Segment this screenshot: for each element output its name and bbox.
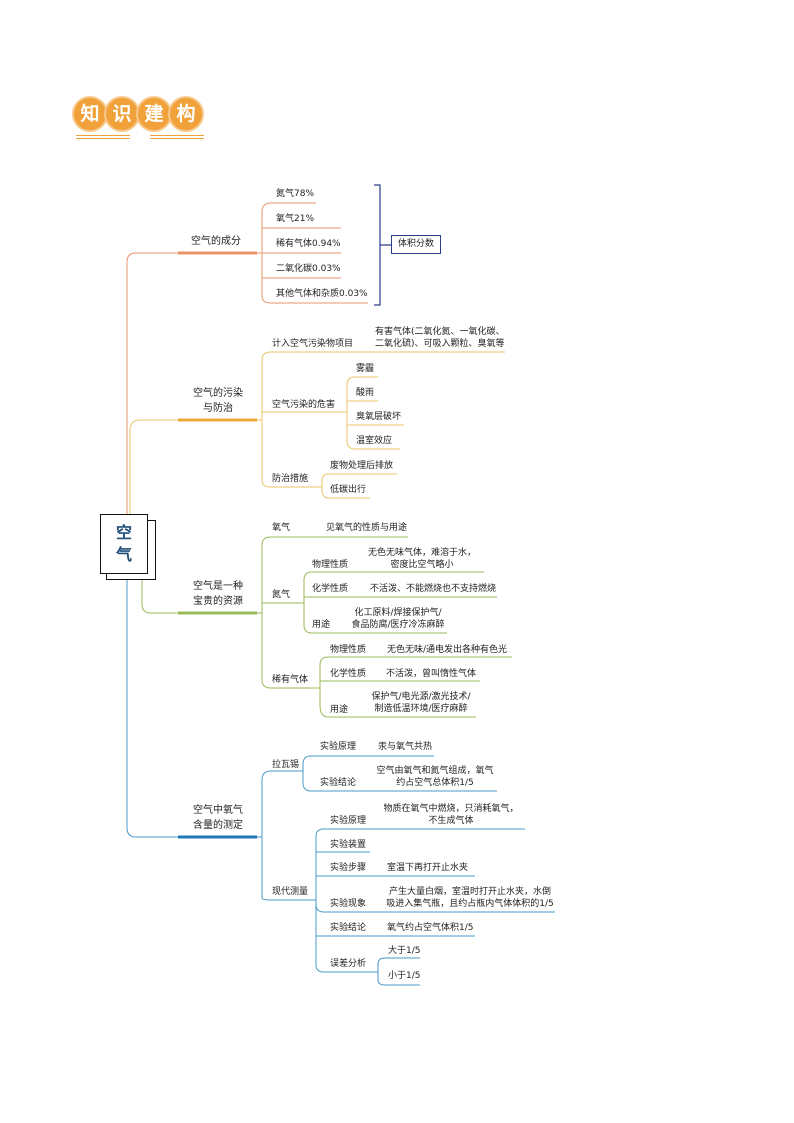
pollution-prevent-item: 低碳出行 [330, 485, 367, 495]
modern-device-label: 实验装置 [330, 840, 367, 850]
pollutant-desc-line2: 二氧化硫)、可吸入颗粒、臭氧等 [375, 339, 505, 349]
modern-principle-line1: 物质在氧气中燃烧，只消耗氧气， [383, 804, 519, 814]
badge-char: 识 [104, 96, 140, 132]
branch-resource-title-line1: 空气是一种 [193, 581, 243, 592]
branch-measurement-title-line2: 含量的测定 [193, 820, 243, 831]
trunk-pollution [129, 419, 180, 514]
modern-steps-label: 实验步骤 [330, 863, 367, 873]
composition-item: 氮气78% [276, 189, 315, 199]
pollution-harm-label: 空气污染的危害 [272, 400, 336, 410]
composition-item: 氧气21% [276, 214, 315, 224]
branch-measurement-title-line1: 空气中氧气 [193, 805, 243, 816]
modern-phenomenon-line2: 吸进入集气瓶，且约占瓶内气体体积的1/5 [386, 899, 554, 909]
oxygen-label: 氧气 [272, 523, 291, 533]
modern-phenomenon-label: 实验现象 [330, 899, 367, 909]
trunk-composition [126, 252, 180, 514]
root-title-line2: 气 [115, 545, 132, 564]
volume-bracket [374, 184, 391, 306]
lavoisier-conclusion-line2: 约占空气总体积1/5 [396, 778, 474, 788]
noble-physical: 无色无味/通电发出各种有色光 [387, 645, 508, 655]
noble-physical-label: 物理性质 [330, 645, 367, 655]
lavoisier-conclusion-line1: 空气由氧气和氮气组成，氧气 [376, 766, 494, 776]
badge-char: 建 [136, 96, 172, 132]
nitrogen-chemical: 不活泼、不能燃烧也不支持燃烧 [370, 584, 497, 594]
nitrogen-use-label: 用途 [312, 620, 331, 630]
composition-item: 稀有气体0.94% [276, 239, 341, 249]
nitrogen-physical-line1: 无色无味气体，难溶于水， [367, 548, 476, 558]
volume-fraction-box: 体积分数 [391, 235, 441, 254]
noble-use-label: 用途 [330, 705, 349, 715]
modern-phenomenon-line1: 产生大量白烟，室温时打开止水夹，水倒 [388, 887, 551, 897]
root-title-line1: 空 [115, 523, 132, 542]
pollution-harm-item: 酸雨 [356, 388, 375, 398]
pollution-prevent-item: 废物处理后排放 [330, 461, 394, 471]
modern-conclusion-label: 实验结论 [330, 923, 367, 933]
trunk-resource [141, 576, 180, 614]
lavoisier-principle: 汞与氧气共热 [378, 742, 433, 752]
nitrogen-physical-line2: 密度比空气略小 [390, 560, 454, 570]
modern-principle-label: 实验原理 [330, 816, 367, 826]
noble-chemical: 不活泼，曾叫惰性气体 [386, 669, 477, 679]
pollution-harm-item: 温室效应 [356, 436, 393, 446]
modern-steps: 室温下再打开止水夹 [387, 863, 469, 873]
pollutant-count-label: 计入空气污染物项目 [272, 339, 354, 349]
lavoisier-label: 拉瓦锡 [272, 760, 300, 770]
nitrogen-chemical-label: 化学性质 [312, 584, 349, 594]
modern-error-item: 小于1/5 [388, 971, 421, 981]
pollution-harm-item: 臭氧层破坏 [356, 412, 402, 422]
branch-pollution-title-line1: 空气的污染 [193, 388, 243, 399]
branch-composition-title: 空气的成分 [191, 236, 241, 247]
noble-chemical-label: 化学性质 [330, 669, 367, 679]
trunk-measurement [126, 576, 180, 838]
noble-use-line2: 制造低温环境/医疗麻醉 [374, 704, 468, 714]
pollution-prevent-label: 防治措施 [272, 474, 309, 484]
nitrogen-label: 氮气 [272, 590, 291, 600]
branch-resource-title-line2: 宝贵的资源 [193, 596, 243, 607]
nitrogen-physical-label: 物理性质 [312, 560, 349, 570]
badge-underline [76, 135, 130, 139]
noble-use-line1: 保护气/电光源/激光技术/ [371, 692, 471, 702]
composition-item: 其他气体和杂质0.03% [276, 289, 368, 299]
nitrogen-use-line1: 化工原料/焊接保护气/ [354, 608, 442, 618]
badge-underline [150, 135, 204, 139]
badge-char: 知 [72, 96, 108, 132]
oxygen-desc: 见氧气的性质与用途 [326, 523, 408, 533]
modern-label: 现代测量 [272, 887, 309, 897]
root-node: 空 气 [100, 514, 148, 574]
pollutant-desc-line1: 有害气体(二氧化氮、一氧化碳、 [375, 327, 505, 337]
branch-pollution-title-line2: 与防治 [203, 403, 233, 414]
composition-item: 二氧化碳0.03% [276, 264, 341, 274]
pollution-harm-item: 雾霾 [356, 364, 375, 374]
modern-error-item: 大于1/5 [388, 946, 421, 956]
badge-char: 构 [168, 96, 204, 132]
modern-error-label: 误差分析 [330, 959, 367, 969]
modern-principle-line2: 不生成气体 [428, 816, 474, 826]
nitrogen-use-line2: 食品防腐/医疗冷冻麻醉 [351, 620, 445, 630]
noble-gas-label: 稀有气体 [272, 675, 309, 685]
lavoisier-principle-label: 实验原理 [320, 742, 357, 752]
modern-conclusion: 氧气约占空气体积1/5 [387, 923, 474, 933]
lavoisier-conclusion-label: 实验结论 [320, 778, 357, 788]
